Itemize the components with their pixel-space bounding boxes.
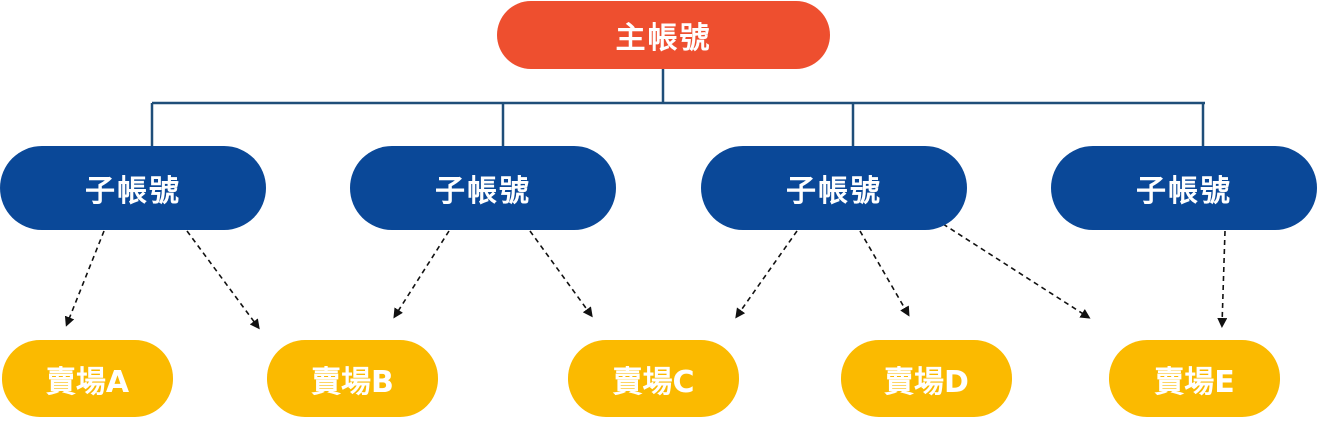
store-node-b: 賣場B — [267, 340, 438, 417]
arrow-child-1-store-a — [64, 230, 105, 327]
sub-account-label: 子帳號 — [85, 174, 181, 209]
arrow-child-2-store-c — [529, 230, 593, 318]
assignment-arrows — [64, 223, 1228, 330]
sub-account-node-1: 子帳號 — [0, 146, 266, 230]
arrow-child-1-store-b — [186, 230, 260, 330]
sub-account-node-2: 子帳號 — [350, 146, 616, 230]
store-node-c: 賣場C — [568, 340, 739, 417]
arrow-child-3-store-c — [735, 230, 798, 319]
sub-account-label: 子帳號 — [786, 174, 882, 209]
store-node-d: 賣場D — [841, 340, 1012, 417]
store-label: 賣場E — [1154, 364, 1235, 400]
sub-account-node-3: 子帳號 — [701, 146, 967, 230]
sub-account-label: 子帳號 — [1136, 174, 1232, 209]
store-node-e: 賣場E — [1109, 340, 1280, 417]
arrow-child-3-store-e — [942, 223, 1091, 319]
main-account-label: 主帳號 — [615, 21, 712, 56]
store-label: 賣場A — [45, 364, 130, 400]
arrow-child-2-store-b — [393, 230, 450, 319]
arrow-child-3-store-d — [859, 230, 910, 317]
main-account-node: 主帳號 — [497, 1, 830, 69]
sub-account-node-4: 子帳號 — [1051, 146, 1317, 230]
store-node-a: 賣場A — [2, 340, 173, 417]
store-label: 賣場B — [311, 364, 394, 400]
store-label: 賣場C — [612, 364, 695, 400]
store-label: 賣場D — [884, 364, 969, 400]
hierarchy-lines — [150, 69, 1205, 146]
sub-account-label: 子帳號 — [435, 174, 531, 209]
arrow-child-4-store-e — [1217, 230, 1228, 328]
